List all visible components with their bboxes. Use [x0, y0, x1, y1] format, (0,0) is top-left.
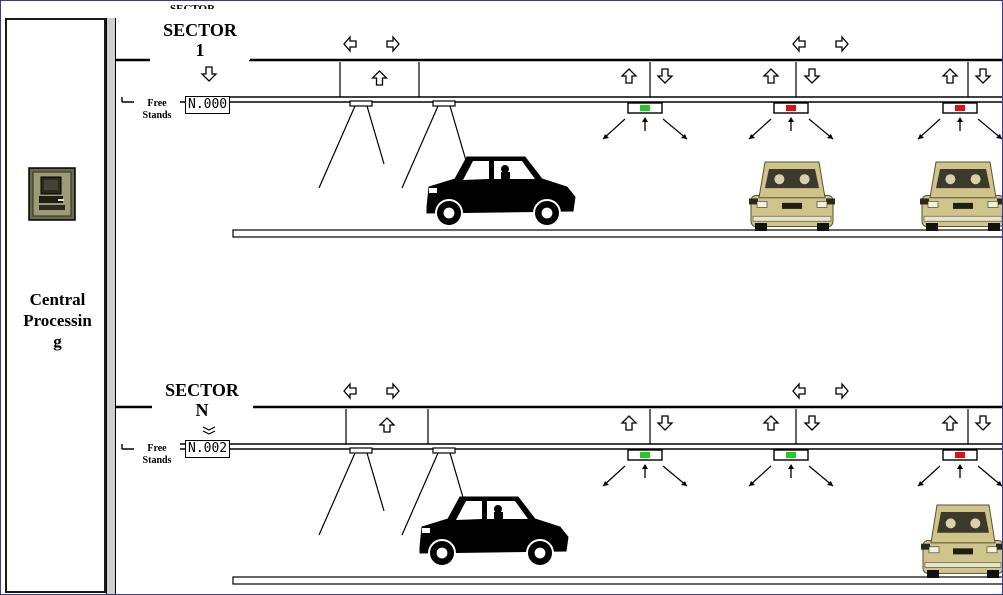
- stall-indicator-arrows: [748, 464, 834, 487]
- sector-1-free-stands-line-1: Free: [147, 98, 167, 109]
- stall-indicator-arrows: [602, 464, 688, 487]
- up-arrow-icon: [620, 68, 638, 84]
- entry-exit-arrows-icon: [343, 382, 400, 400]
- parked-car-icon: [921, 504, 1003, 578]
- stall-indicator-arrows: [748, 117, 834, 140]
- down-arrow-icon: [803, 415, 821, 431]
- ultrasonic-sensor-icon: [401, 100, 468, 189]
- sector-n-free-stands-line-1: Free: [147, 443, 167, 454]
- stall-indicator-light-icon: [602, 449, 688, 487]
- moving-car-icon: [419, 496, 569, 567]
- stall-indicator-light-icon: [917, 449, 1003, 487]
- sector-n-free-stands-counter: N.002: [185, 440, 231, 458]
- sector-1-free-stands-label: Free Stands: [134, 98, 180, 122]
- stall-indicator-light-icon: [748, 449, 834, 487]
- central-processing-label-line-2: Processin: [23, 311, 92, 330]
- entry-down-arrow-icon: [200, 66, 218, 82]
- lane-floor: [232, 576, 1003, 585]
- up-arrow-icon: [370, 70, 389, 86]
- ultrasonic-sensor-icon: [318, 100, 385, 189]
- lane-floor: [232, 229, 1003, 238]
- entry-exit-arrows-icon: [792, 382, 849, 400]
- moving-car-icon: [426, 156, 576, 227]
- stall-indicator-light-icon: [602, 102, 688, 140]
- down-arrow-icon: [803, 68, 821, 84]
- computer-terminal-icon: [28, 167, 76, 221]
- central-processing-label-line-1: Central: [29, 290, 86, 309]
- stall-indicator-arrows: [917, 117, 1003, 140]
- stall-indicator-light-icon: [917, 102, 1003, 140]
- up-arrow-icon: [762, 415, 780, 431]
- entry-exit-arrows-icon: [792, 35, 849, 53]
- down-arrow-icon: [974, 415, 992, 431]
- down-arrow-icon: [656, 68, 674, 84]
- left-arrow-icon: [792, 382, 806, 400]
- up-arrow-icon: [941, 415, 959, 431]
- entry-exit-arrows-icon: [343, 35, 400, 53]
- sector-1-free-stands-counter: N.000: [185, 96, 231, 114]
- right-arrow-icon: [386, 382, 400, 400]
- sector-1-title-line-1: SECTOR: [163, 20, 237, 40]
- central-processing-label-line-3: g: [53, 332, 62, 351]
- sector-1-title-line-2: 1: [195, 40, 205, 60]
- left-arrow-icon: [343, 382, 357, 400]
- sector-n-free-stands-line-2: Stands: [142, 455, 172, 466]
- right-arrow-icon: [835, 382, 849, 400]
- parked-car-icon: [749, 161, 835, 231]
- sector-n-title: SECTOR N: [152, 380, 252, 420]
- left-arrow-icon: [792, 35, 806, 53]
- sector-n: [116, 382, 1003, 585]
- central-processing-rail: [106, 18, 116, 595]
- sector-1-overline-text: SECTOR: [170, 4, 234, 9]
- stall-indicator-arrows: [917, 464, 1003, 487]
- entry-double-chevron-icon: [202, 426, 216, 435]
- up-arrow-icon: [620, 415, 638, 431]
- down-arrow-icon: [656, 415, 674, 431]
- stall-indicator-light-icon: [748, 102, 834, 140]
- stall-indicator-arrows: [602, 117, 688, 140]
- sector-1-free-stands-line-2: Stands: [142, 110, 172, 121]
- up-arrow-icon: [941, 68, 959, 84]
- ultrasonic-sensor-icon: [318, 447, 385, 536]
- sector-n-title-line-2: N: [195, 400, 209, 420]
- up-arrow-icon: [762, 68, 780, 84]
- sector-n-title-line-1: SECTOR: [165, 380, 239, 400]
- parked-car-icon: [920, 161, 1003, 231]
- left-arrow-icon: [343, 35, 357, 53]
- right-arrow-icon: [386, 35, 400, 53]
- sector-1-title: SECTOR 1: [150, 20, 250, 60]
- sector-n-free-stands-label: Free Stands: [134, 443, 180, 467]
- central-processing-panel: Central Processin g: [5, 18, 106, 593]
- up-arrow-icon: [378, 417, 396, 433]
- down-arrow-icon: [974, 68, 992, 84]
- sector-1: [116, 35, 1003, 238]
- right-arrow-icon: [835, 35, 849, 53]
